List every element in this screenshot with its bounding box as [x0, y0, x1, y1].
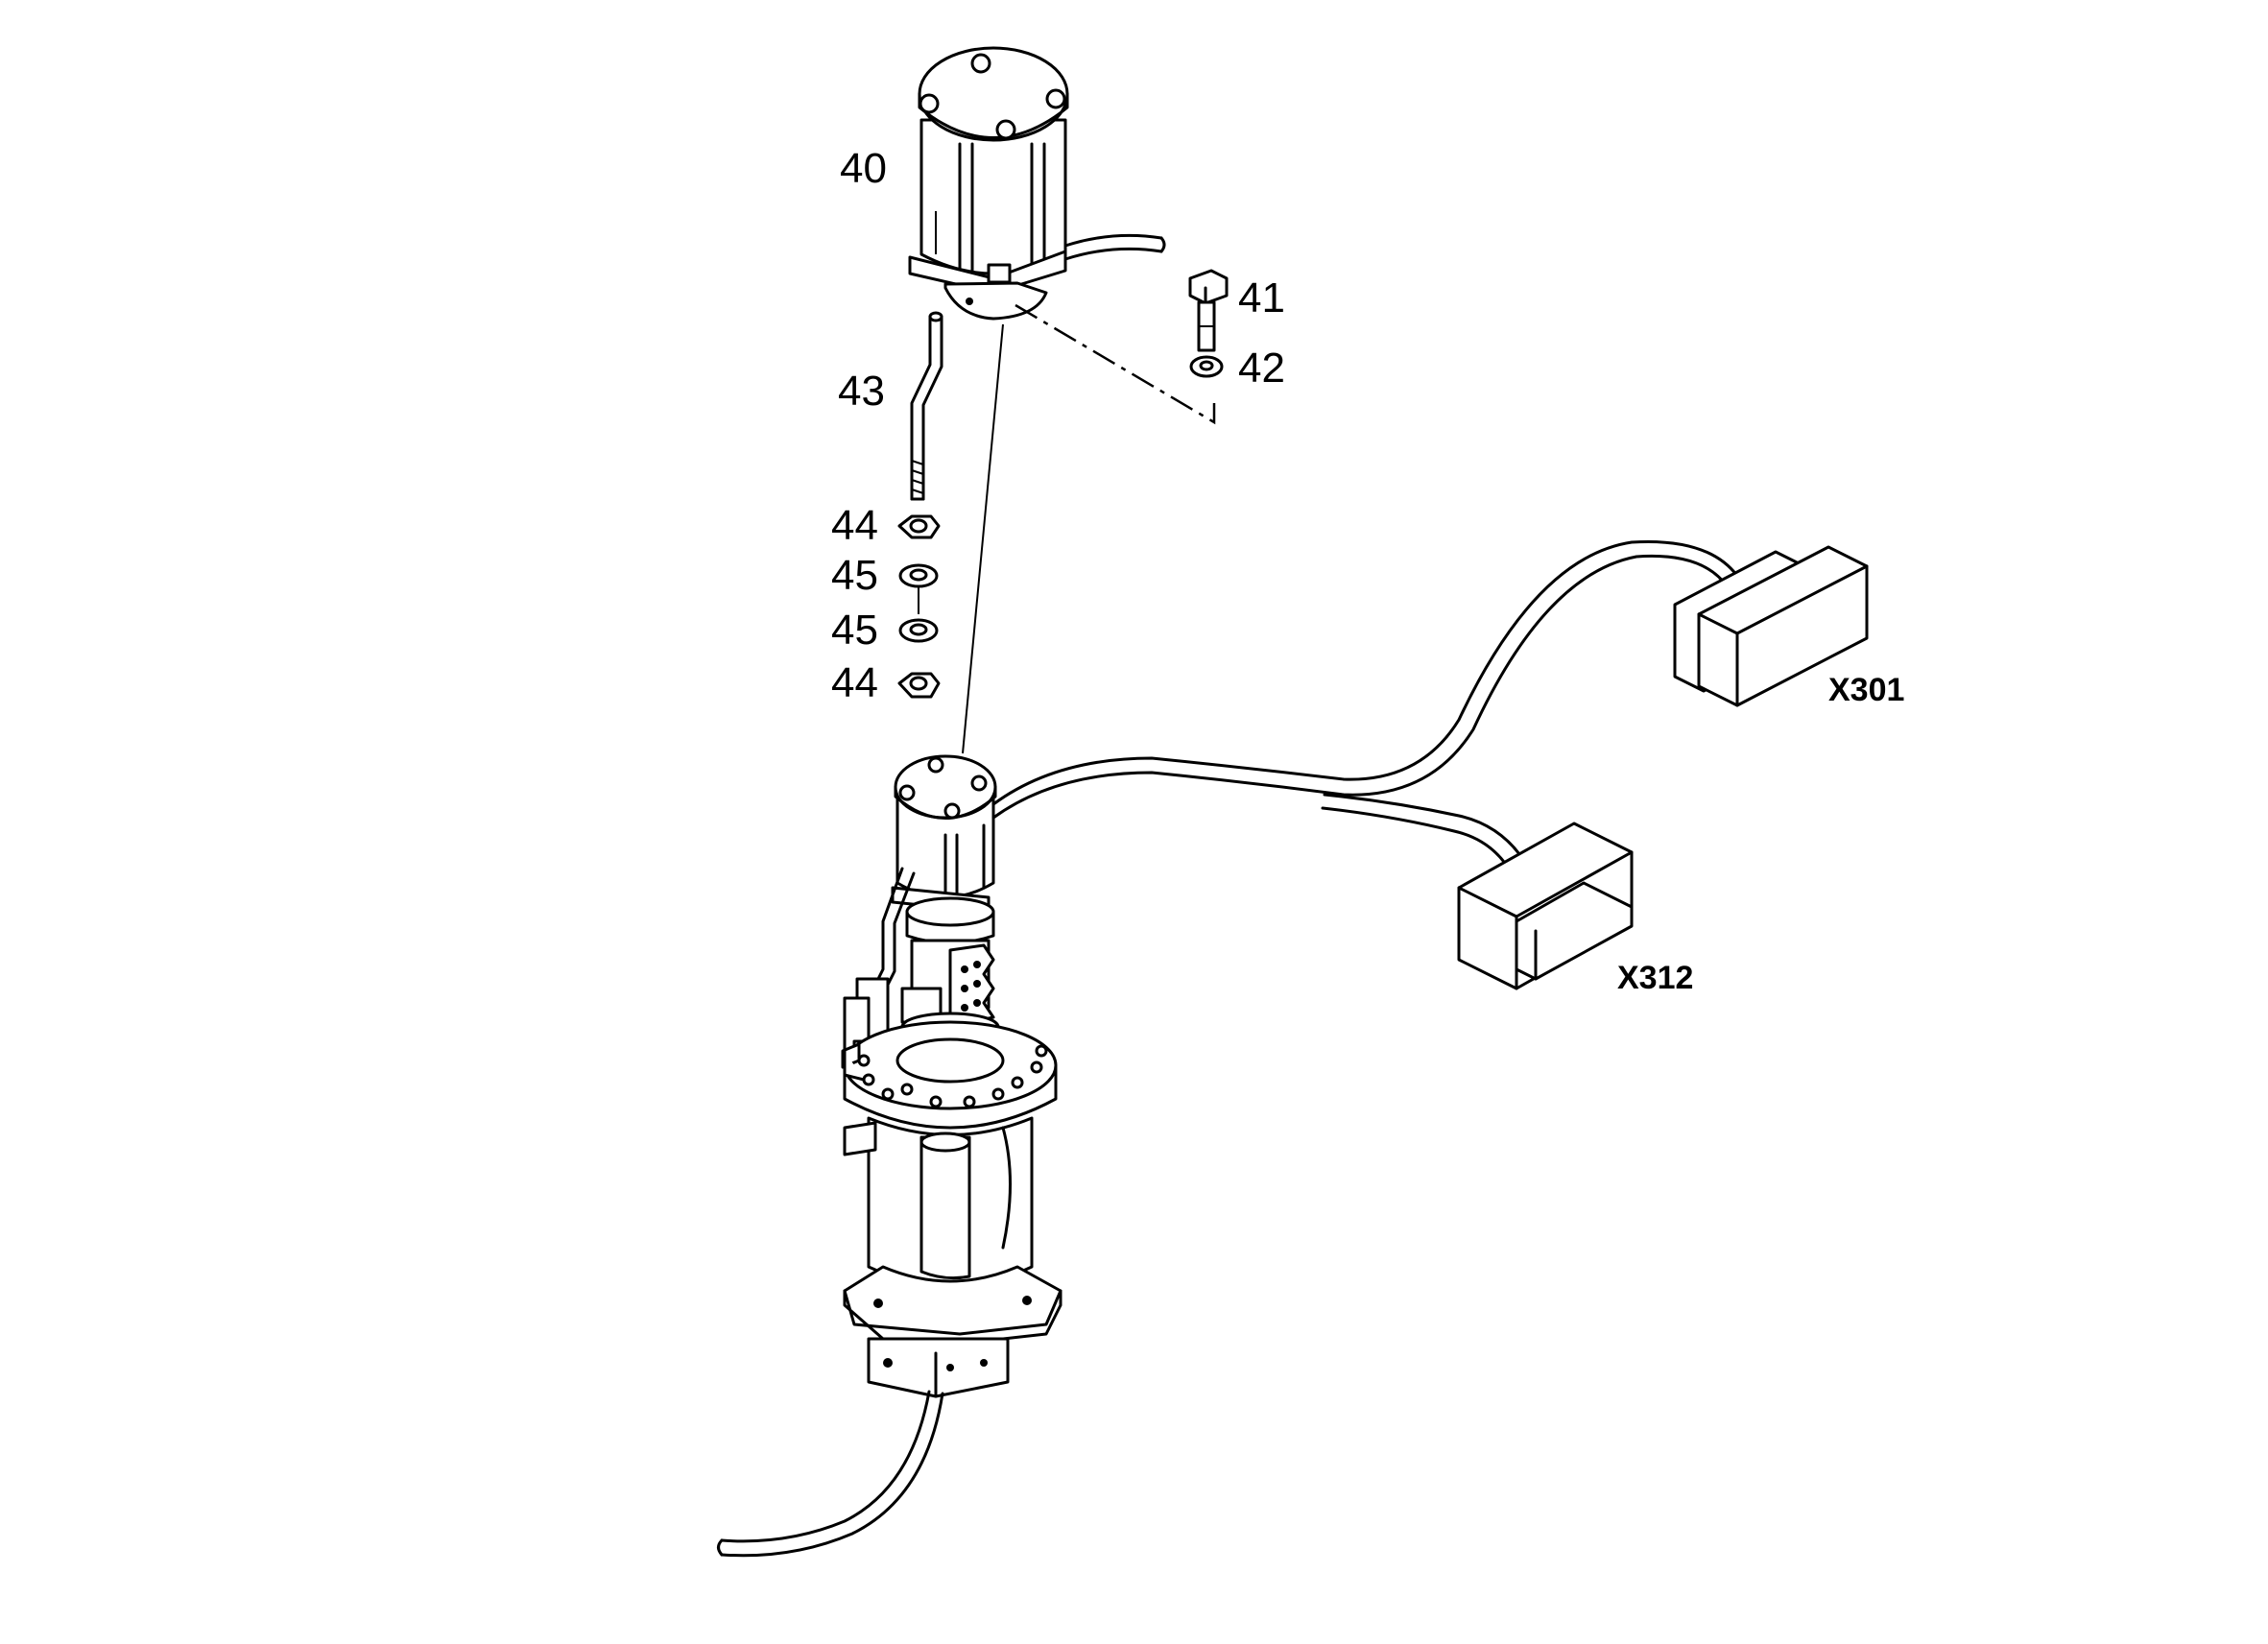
part-45-washer-lower	[898, 618, 939, 643]
part-43-rod	[910, 311, 943, 501]
part-42-washer	[1189, 355, 1224, 378]
connector-x312	[1457, 822, 1634, 990]
cap-bolts	[919, 53, 1066, 140]
part-44-nut-upper	[897, 514, 941, 539]
callout-40: 40	[840, 145, 887, 192]
callout-45-lower: 45	[831, 607, 878, 654]
part-45-washer-upper	[898, 563, 939, 588]
connector-label-x301: X301	[1828, 672, 1904, 708]
callout-45-upper: 45	[831, 552, 878, 599]
callout-44-lower: 44	[831, 659, 878, 706]
callout-42: 42	[1238, 345, 1285, 392]
connector-x301	[1673, 545, 1869, 707]
part-44-nut-lower	[897, 672, 941, 699]
callout-44-upper: 44	[831, 502, 878, 549]
callout-41: 41	[1238, 274, 1285, 322]
callout-43: 43	[838, 368, 885, 415]
valve-assembly	[717, 754, 1062, 1558]
connector-label-x312: X312	[1617, 960, 1693, 996]
part-41-bolt	[1188, 269, 1229, 352]
part-40-actuator	[908, 46, 1166, 321]
cable-harness	[991, 539, 1739, 875]
assembly-leader-lines	[962, 303, 1216, 754]
